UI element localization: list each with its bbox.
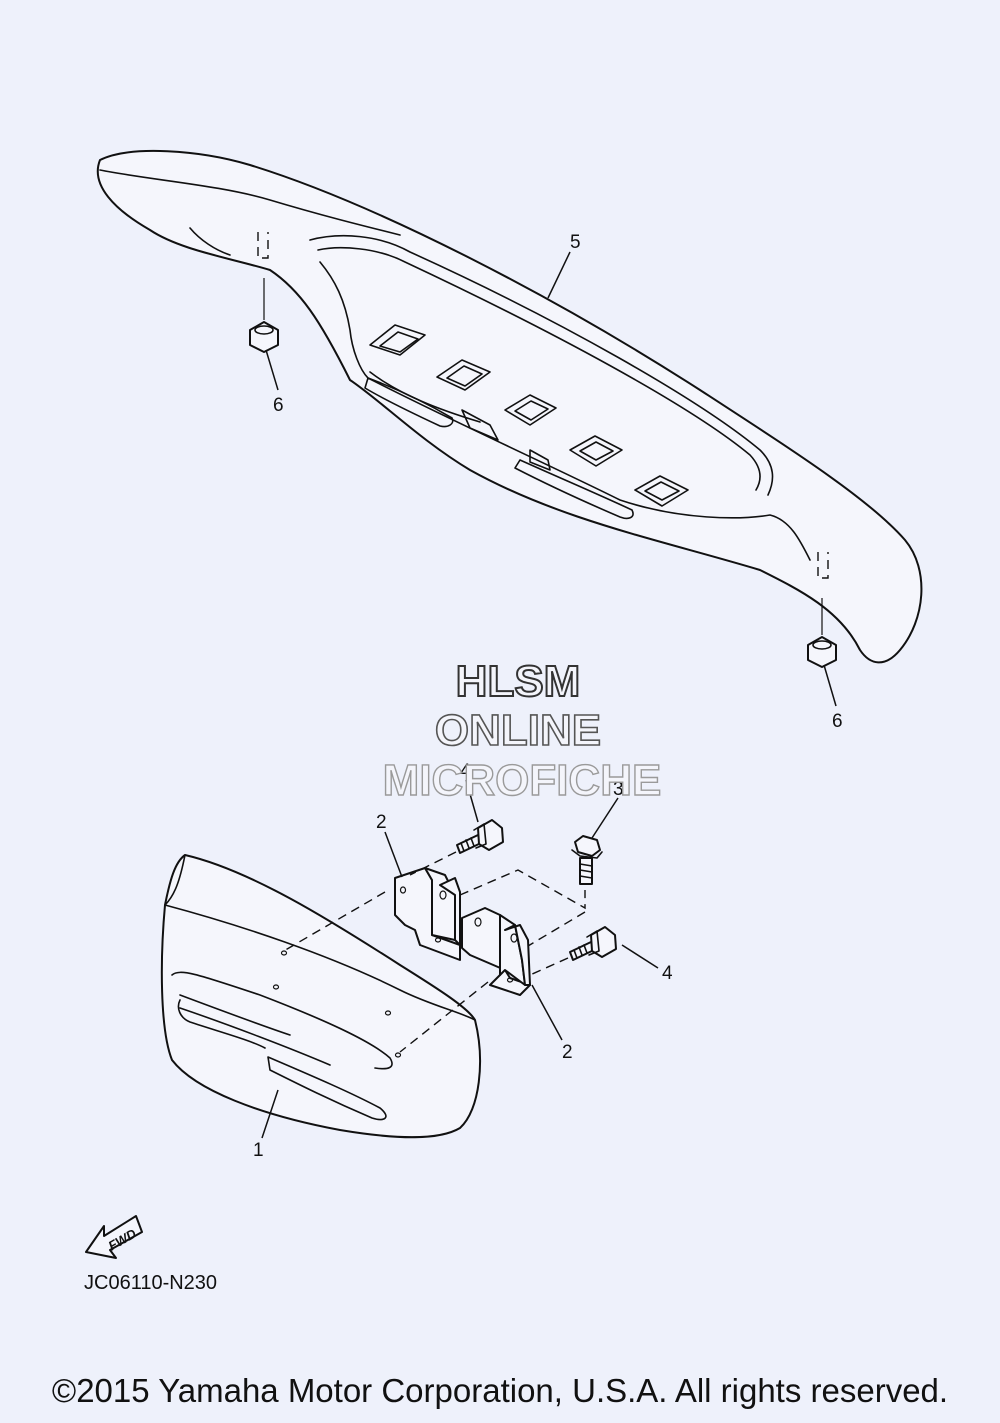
callout-part-3: 3 — [613, 779, 624, 800]
front-bumper-part-1[interactable] — [160, 854, 481, 1139]
callout-part-2-upper: 2 — [376, 812, 387, 833]
bolt-part-4-lower[interactable] — [569, 926, 617, 961]
callout-part-5: 5 — [570, 232, 581, 253]
watermark-line-1: HLSM — [456, 657, 581, 706]
callout-leaders — [261, 251, 837, 1139]
copyright-notice: ©2015 Yamaha Motor Corporation, U.S.A. A… — [51, 1372, 949, 1409]
callout-part-4-upper: 4 — [460, 761, 471, 782]
callout-part-1: 1 — [253, 1140, 264, 1161]
bolt-part-3[interactable] — [571, 835, 603, 885]
nut-part-6-left[interactable] — [249, 278, 279, 353]
callout-part-6-right: 6 — [832, 711, 843, 732]
diagram-code: JC06110-N230 — [84, 1272, 217, 1294]
bracket-part-2-left[interactable] — [394, 867, 461, 961]
callout-part-6-left: 6 — [273, 395, 284, 416]
callout-part-2-lower: 2 — [562, 1042, 573, 1063]
watermark: HLSM ONLINE MICROFICHE — [382, 656, 662, 806]
bracket-part-2-right[interactable] — [461, 907, 531, 996]
fwd-arrow-icon: FWD — [85, 1215, 143, 1259]
assembly-guide-lines — [281, 851, 586, 1053]
callout-part-4-lower: 4 — [662, 963, 673, 984]
rear-bumper-part-5[interactable] — [96, 149, 923, 664]
bolt-part-4-upper[interactable] — [456, 819, 504, 854]
nut-part-6-right[interactable] — [807, 598, 837, 668]
watermark-line-3: MICROFICHE — [383, 756, 662, 805]
watermark-line-2: ONLINE — [435, 706, 601, 755]
